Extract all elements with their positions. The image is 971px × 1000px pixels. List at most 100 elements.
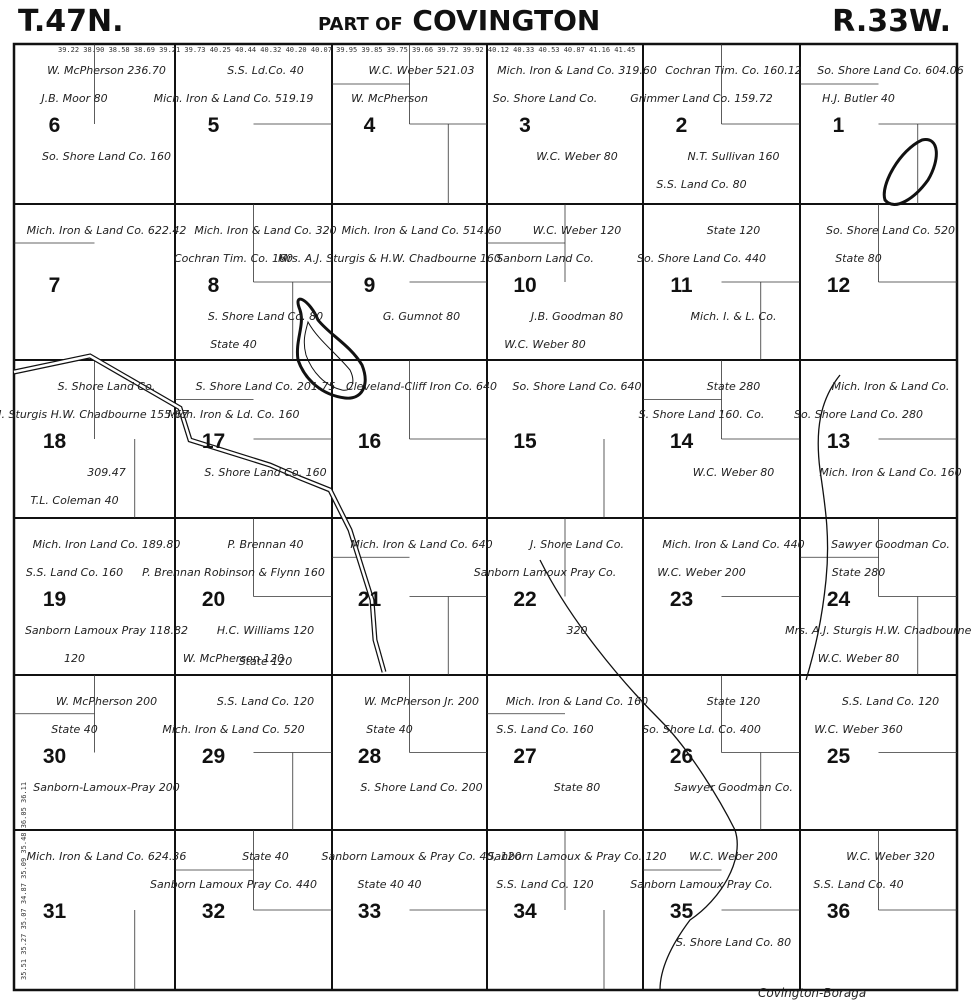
- owner-label: Mich. Iron & Land Co. 160: [819, 466, 961, 479]
- section-number: 35: [670, 900, 694, 923]
- owner-label: J. Shore Land Co.: [528, 538, 624, 551]
- owner-label: T.L. Coleman 40: [30, 494, 118, 507]
- owner-label: State 40: [51, 723, 98, 736]
- owner-label: W. McPherson: [351, 92, 428, 105]
- lake: [295, 297, 367, 400]
- owner-label: State 120: [707, 224, 761, 237]
- section-number: 12: [827, 274, 850, 297]
- owner-label: State 40: [366, 723, 413, 736]
- owner-label: Sanborn Lamoux Pray 118.82: [25, 624, 188, 637]
- owner-label: Mich. Iron & Land Co. 160: [506, 695, 648, 708]
- owner-label: W. McPherson 236.70: [47, 64, 166, 77]
- section-number: 17: [202, 430, 225, 453]
- section-number: 4: [364, 114, 376, 137]
- section-number: 13: [827, 430, 850, 453]
- owner-label: G. Gumnot 80: [383, 310, 460, 323]
- owner-label: W.C. Weber 200: [657, 566, 746, 579]
- top-lot-acreages: 39.22 38.90 38.58 38.69 39.21 39.73 40.2…: [58, 46, 635, 54]
- owner-label: State 120: [707, 695, 761, 708]
- owner-label: Mrs. A.J. Sturgis H.W. Chadbourne 120: [785, 624, 971, 637]
- creek: [539, 559, 738, 991]
- section-number: 24: [827, 588, 851, 611]
- owner-label: S.S. Land Co. 160: [26, 566, 123, 579]
- owner-label: S.S. Ld.Co. 40: [227, 64, 303, 77]
- owner-label: S. Shore Land Co. 80: [676, 936, 791, 949]
- owner-label: Mich. Iron & Land Co. 514.60: [342, 224, 502, 237]
- section-number: 3: [519, 114, 531, 137]
- owner-label: Mich. Iron & Land Co. 319.60: [497, 64, 657, 77]
- owner-label: Cochran Tim. Co. 160.12: [665, 64, 802, 77]
- owner-label: Sanborn Lamoux Pray Co.: [474, 566, 617, 579]
- owner-label: Sawyer Goodman Co.: [831, 538, 950, 551]
- owner-label: Mich. Iron & Ld. Co. 160: [167, 408, 299, 421]
- owner-label: State 80: [835, 252, 882, 265]
- owner-label: Sanborn Land Co.: [496, 252, 594, 265]
- section-number: 27: [513, 745, 536, 768]
- section-number: 22: [513, 588, 536, 611]
- owner-label: Mich. Iron & Land Co. 624.36: [27, 850, 187, 863]
- owner-label: W.C. Weber 80: [536, 150, 618, 163]
- section-number: 1: [833, 114, 845, 137]
- owner-label: Sanborn Lamoux Pray Co.: [630, 878, 773, 891]
- owner-label: 120: [64, 652, 85, 665]
- owner-label: S. Shore Land 160. Co.: [639, 408, 765, 421]
- owner-label: Cochran Tim. Co. 160: [174, 252, 293, 265]
- owner-label: W.C. Weber 320: [846, 850, 935, 863]
- owner-label: S. Shore Land Co. 201.75: [196, 380, 336, 393]
- section-number: 26: [670, 745, 693, 768]
- owner-label: W. McPherson Jr. 200: [364, 695, 479, 708]
- map-title: PART OF COVINGTON: [318, 4, 600, 37]
- owner-label: W.C. Weber 521.03: [368, 64, 474, 77]
- section-number: 11: [670, 274, 693, 297]
- owner-label: H.C. Williams 120: [217, 624, 314, 637]
- section-number: 29: [202, 745, 225, 768]
- section-number: 25: [827, 745, 851, 768]
- owner-label: H.J. Butler 40: [822, 92, 895, 105]
- owner-label: W.C. Weber 360: [814, 723, 903, 736]
- owner-label: Sanborn Lamoux & Pray Co. 40, 120: [321, 850, 521, 863]
- owner-label: Mich. I. & L. Co.: [691, 310, 777, 323]
- section-number: 20: [202, 588, 225, 611]
- section-number: 15: [513, 430, 537, 453]
- owner-label: Mich. Iron & Land Co. 520: [162, 723, 304, 736]
- owner-label: S.S. Land Co. 120: [496, 878, 593, 891]
- owner-label: State 40 40: [357, 878, 421, 891]
- section-number: 2: [676, 114, 688, 137]
- owner-label: So. Shore Land Co. 280: [794, 408, 923, 421]
- lake-inner-shore: [303, 320, 354, 391]
- owner-label: Mrs. A.J. Sturgis H.W. Chadbourne 155.67: [0, 408, 189, 421]
- owner-label: W.C. Weber 80: [693, 466, 775, 479]
- owner-label: State 40: [242, 850, 289, 863]
- owner-label: So. Shore Land Co. 160: [42, 150, 171, 163]
- lake-section-1: [882, 138, 938, 206]
- section-number: 31: [43, 900, 67, 923]
- owner-label: Grimmer Land Co. 159.72: [630, 92, 773, 105]
- owner-label: Sanborn Lamoux Pray Co. 440: [150, 878, 317, 891]
- section-number: 23: [670, 588, 693, 611]
- section-number: 18: [43, 430, 67, 453]
- owner-label: W. McPherson 200: [56, 695, 157, 708]
- owner-label: Sanborn Lamoux & Pray Co. 120: [487, 850, 666, 863]
- section-number: 10: [513, 274, 536, 297]
- owner-label: Mich. Iron Land Co. 189.80: [33, 538, 181, 551]
- owner-label: S.S. Land Co. 120: [217, 695, 314, 708]
- owner-label: J.B. Goodman 80: [529, 310, 623, 323]
- section-number: 34: [513, 900, 537, 923]
- owner-label: Mich. Iron & Land Co. 640: [350, 538, 492, 551]
- owner-label: State 280: [707, 380, 761, 393]
- owner-label: S. Shore Land Co. 80: [208, 310, 323, 323]
- range-label: R.33W.: [832, 4, 951, 39]
- section-number: 30: [43, 745, 66, 768]
- section-number: 9: [364, 274, 376, 297]
- owner-label: W.C. Weber 200: [689, 850, 778, 863]
- section-number: 19: [43, 588, 66, 611]
- left-lot-acreages: 35.51 35.27 35.07 34.87 35.09 35.48 36.0…: [20, 782, 28, 980]
- owner-label: S.S. Land Co. 160: [496, 723, 593, 736]
- owner-label: P. Brennan Robinson & Flynn 160: [142, 566, 325, 579]
- owner-label: P. Brennan 40: [227, 538, 303, 551]
- owner-label: State 280: [832, 566, 886, 579]
- owner-label: S. Shore Land Co. 200: [360, 781, 482, 794]
- owner-label: Sawyer Goodman Co.: [674, 781, 793, 794]
- section-number: 32: [202, 900, 225, 923]
